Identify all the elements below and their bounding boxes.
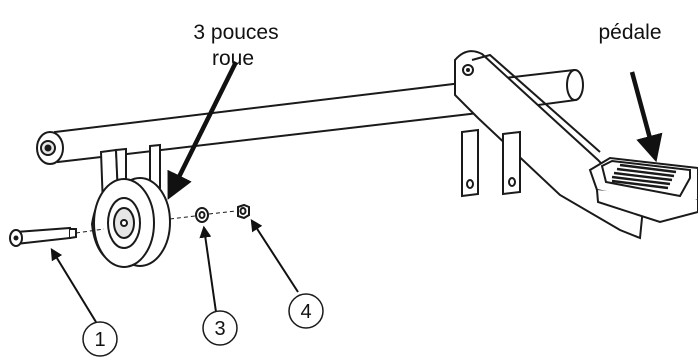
mounting-tabs	[461, 128, 521, 198]
callout-1-arrow	[50, 247, 97, 323]
pedal-label: pédale	[598, 21, 661, 44]
label-arrows	[50, 60, 663, 323]
axle-bolt	[9, 226, 105, 247]
washer	[169, 207, 237, 223]
callout-1: 1	[82, 321, 118, 357]
callout-3-number: 3	[214, 318, 225, 340]
main-tube	[36, 68, 584, 165]
wheel-label-line2: roue	[212, 47, 254, 70]
pedal	[588, 156, 698, 224]
wheel-arrow	[167, 60, 239, 200]
callout-4: 4	[288, 293, 324, 329]
callout-1-number: 1	[94, 329, 105, 351]
callout-4-arrow	[250, 218, 299, 293]
nut	[237, 203, 250, 220]
wheel	[90, 177, 171, 268]
callout-3: 3	[202, 310, 238, 346]
wheel-label-line1: 3 pouces	[193, 21, 278, 44]
callout-4-number: 4	[300, 301, 311, 323]
pedal-bracket	[454, 50, 645, 240]
callout-3-arrow	[199, 225, 217, 313]
pedal-arrow	[629, 71, 663, 163]
